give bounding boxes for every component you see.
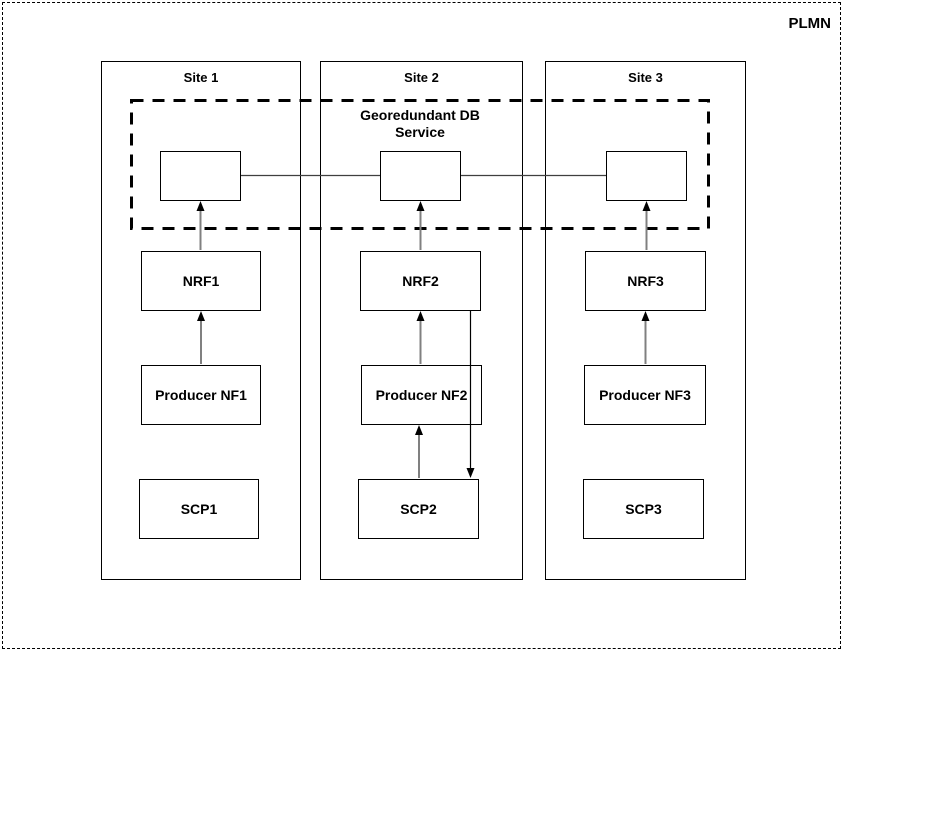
site-3-container: Site 3 (545, 61, 746, 580)
db-node-site2 (380, 151, 461, 201)
georedundant-db-label: Georedundant DB Service (360, 107, 480, 140)
producer-nf1-node: Producer NF1 (141, 365, 261, 425)
site-1-container: Site 1 (101, 61, 301, 580)
plmn-label: PLMN (788, 15, 832, 32)
nrf1-node: NRF1 (141, 251, 261, 311)
nrf3-node: NRF3 (585, 251, 706, 311)
producer-nf3-node: Producer NF3 (584, 365, 706, 425)
site-2-label: Site 2 (404, 70, 439, 85)
producer-nf2-node: Producer NF2 (361, 365, 482, 425)
plmn-boundary: PLMN (2, 2, 841, 649)
scp3-node: SCP3 (583, 479, 704, 539)
site-1-label: Site 1 (183, 70, 219, 85)
site-3-label: Site 3 (628, 70, 663, 85)
site-2-container: Site 2 (320, 61, 523, 580)
db-node-site1 (160, 151, 241, 201)
scp1-node: SCP1 (139, 479, 259, 539)
nrf2-node: NRF2 (360, 251, 481, 311)
scp2-node: SCP2 (358, 479, 479, 539)
db-node-site3 (606, 151, 687, 201)
